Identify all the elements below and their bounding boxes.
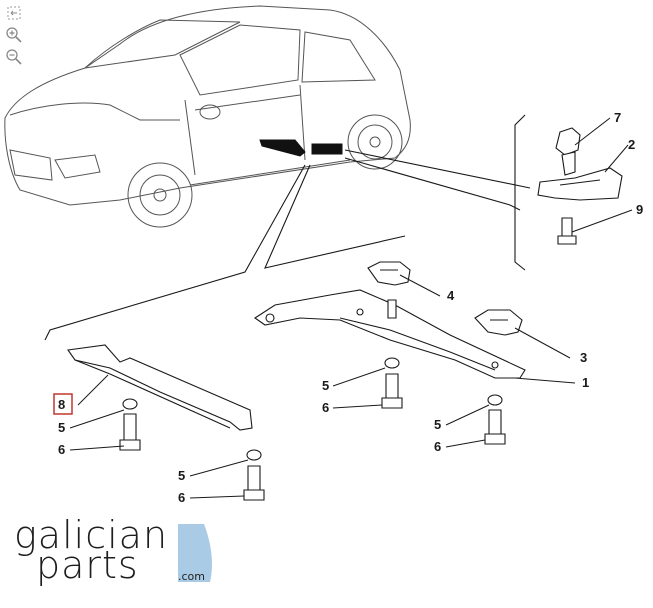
sill-location-marks	[259, 139, 343, 157]
callout-4[interactable]: 4	[447, 288, 455, 303]
callout-5-c[interactable]: 5	[322, 378, 329, 393]
callout-leaders	[69, 117, 633, 499]
callout-7[interactable]: 7	[614, 110, 621, 125]
leader-lines	[44, 114, 531, 341]
fit-icon[interactable]	[3, 3, 25, 23]
stud	[387, 299, 397, 319]
logo-domain: .com	[178, 570, 205, 583]
rail-part-1	[254, 289, 526, 379]
logo-line-2: parts	[36, 543, 139, 587]
callout-3[interactable]: 3	[580, 350, 587, 365]
callout-numbers: 7 2 9 4 3 1 8 5 6 5 6 5 6 5 6	[58, 110, 643, 505]
bracket-detail	[537, 127, 623, 245]
logo-line-1: galician	[14, 513, 169, 557]
callout-6-b[interactable]: 6	[178, 490, 185, 505]
clip-part-3	[474, 309, 523, 336]
callout-6-c[interactable]: 6	[322, 400, 329, 415]
callout-5-d[interactable]: 5	[434, 417, 441, 432]
callout-9[interactable]: 9	[636, 202, 643, 217]
callout-2[interactable]: 2	[628, 137, 635, 152]
clip-part-4	[367, 261, 411, 286]
callout-6-d[interactable]: 6	[434, 439, 441, 454]
zoom-out-icon[interactable]	[3, 47, 25, 67]
plate-part-8	[67, 344, 253, 431]
callout-5-b[interactable]: 5	[178, 468, 185, 483]
callout-8[interactable]: 8	[58, 397, 65, 412]
zoom-in-icon[interactable]	[3, 25, 25, 45]
callout-6-a[interactable]: 6	[58, 442, 65, 457]
logo-accent-shape	[178, 524, 212, 582]
callout-5-a[interactable]: 5	[58, 420, 65, 435]
callout-1[interactable]: 1	[582, 375, 589, 390]
selected-callout-box	[53, 393, 73, 415]
galicianparts-logo: galician parts .com	[14, 513, 224, 590]
car-illustration	[4, 5, 411, 228]
zoom-toolbar	[3, 3, 27, 67]
fasteners	[119, 357, 506, 501]
